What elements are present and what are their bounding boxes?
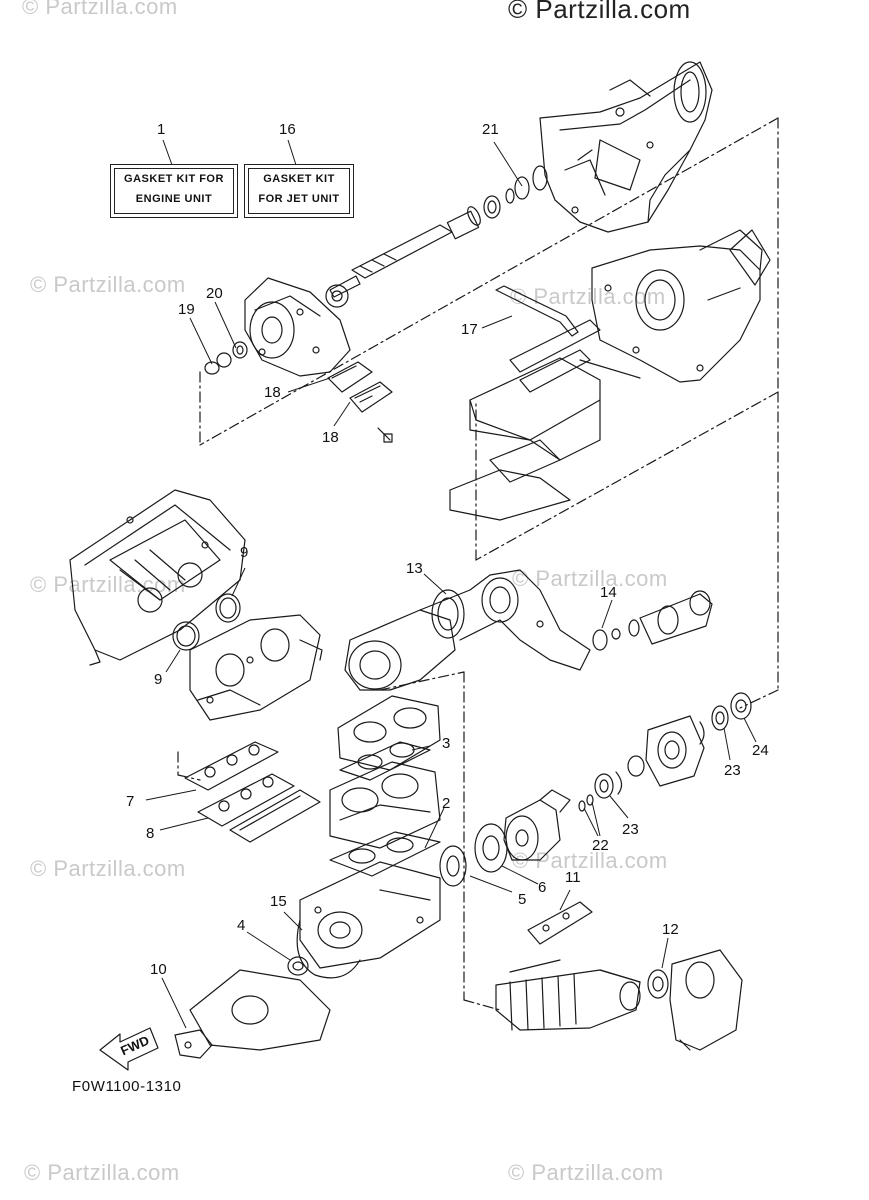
gasket-kit-jet-unit: GASKET KIT FOR JET UNIT	[248, 168, 350, 214]
cylinder-head	[337, 695, 441, 771]
crankcase	[299, 861, 441, 969]
callout-12: 12	[662, 921, 679, 938]
callout-17: 17	[461, 321, 478, 338]
callout-6: 6	[538, 879, 547, 896]
callout-13: 13	[406, 560, 423, 577]
gaskets-18	[327, 361, 393, 443]
base-gasket-2	[329, 831, 441, 877]
callout-23: 23	[724, 762, 741, 779]
callout-15: 15	[270, 893, 287, 910]
callout-11: 11	[565, 869, 581, 886]
callout-9: 9	[154, 671, 163, 688]
kit-line-1: GASKET KIT FOR	[124, 173, 224, 185]
intake-gaskets	[184, 741, 321, 843]
callout-19: 19	[178, 301, 195, 318]
watermark: © Partzilla.com	[508, 1160, 664, 1185]
kit-line-2: FOR JET UNIT	[258, 193, 340, 205]
callout-9: 9	[240, 544, 249, 561]
seal-6	[474, 823, 508, 873]
seal-23b	[594, 773, 614, 799]
leader-lines	[145, 139, 757, 1029]
watermark: © Partzilla.com	[30, 272, 186, 297]
callout-2: 2	[442, 795, 451, 812]
callout-10: 10	[150, 961, 167, 978]
callout-4: 4	[237, 917, 246, 934]
drive-shaft	[325, 165, 548, 308]
callout-1: 1	[157, 121, 166, 138]
callout-14: 14	[600, 584, 617, 601]
callout-5: 5	[518, 891, 527, 908]
impeller-duct	[645, 715, 705, 787]
watermark: © Partzilla.com	[30, 856, 186, 881]
bearing-24	[730, 692, 752, 720]
grommet-9a	[215, 593, 241, 623]
grommet-9b	[172, 621, 200, 651]
diagram-code: F0W1100-1310	[72, 1078, 182, 1095]
seal-5	[439, 845, 467, 887]
strap-17	[495, 285, 579, 337]
exhaust-hose-lower	[495, 959, 641, 1031]
callout-3: 3	[442, 735, 451, 752]
kit-line-1: GASKET KIT	[263, 173, 335, 185]
exhaust-chamber	[344, 569, 591, 691]
o-ring-15	[296, 919, 361, 979]
air-box	[69, 489, 246, 666]
gasket-11	[527, 901, 593, 945]
fwd-arrow	[99, 1027, 159, 1071]
callout-16: 16	[279, 121, 296, 138]
cylinder-block	[329, 761, 441, 849]
callout-24: 24	[752, 742, 769, 759]
callout-20: 20	[206, 285, 223, 302]
kit-line-2: ENGINE UNIT	[135, 193, 213, 205]
callout-7: 7	[126, 793, 135, 810]
callout-23: 23	[622, 821, 639, 838]
water-box	[669, 949, 743, 1051]
hull-brackets	[449, 319, 641, 521]
gasket-kit-engine-unit: GASKET KIT FOR ENGINE UNIT	[114, 168, 234, 214]
callout-18: 18	[264, 384, 281, 401]
carburetors	[189, 614, 323, 721]
exhaust-hose	[592, 590, 713, 651]
gasket-13	[431, 589, 465, 639]
watermark: © Partzilla.com	[510, 284, 666, 309]
callout-21: 21	[482, 121, 499, 138]
group-outline	[177, 117, 779, 1011]
watermark: © Partzilla.com	[24, 1160, 180, 1185]
impeller	[503, 789, 571, 861]
oil-seal-4	[287, 956, 309, 976]
exhaust-manifold-upper	[591, 229, 771, 383]
seal-23a	[711, 705, 729, 731]
watermark: © Partzilla.com	[512, 566, 668, 591]
callout-18: 18	[322, 429, 339, 446]
jet-pump-housing	[539, 61, 713, 233]
watermark: © Partzilla.com	[22, 0, 178, 19]
gasket-12	[647, 969, 669, 999]
watermark-top: © Partzilla.com	[508, 0, 691, 24]
callout-8: 8	[146, 825, 155, 842]
callout-22: 22	[592, 837, 609, 854]
starter-assembly	[174, 969, 331, 1059]
intermediate-housing	[204, 277, 351, 377]
